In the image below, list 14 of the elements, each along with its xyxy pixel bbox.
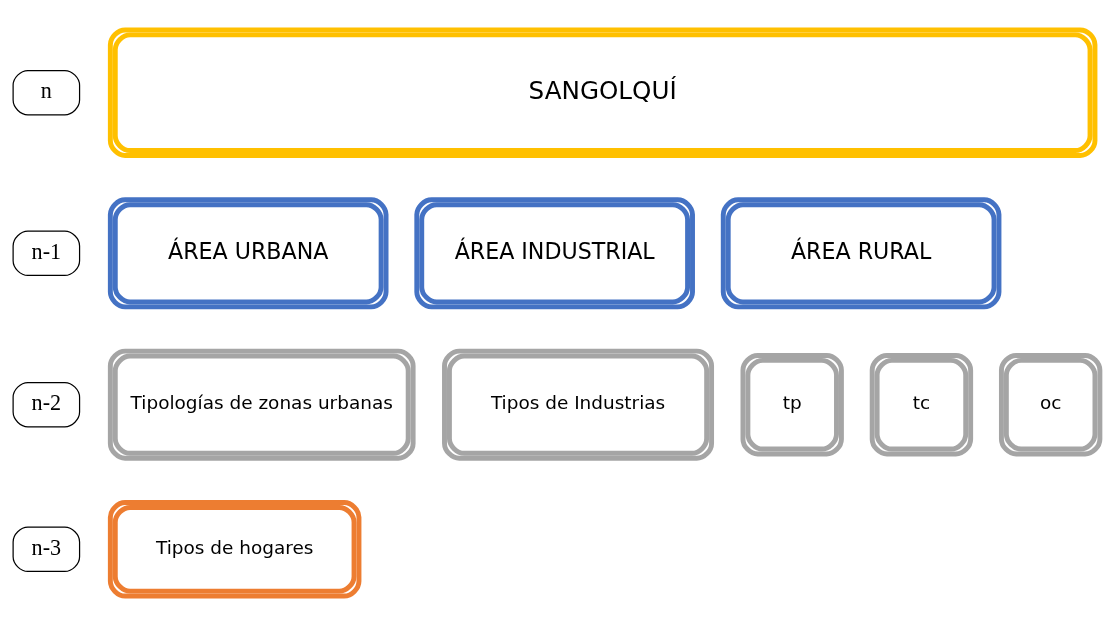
- label: n-2: [31, 389, 62, 415]
- node-box: ÁREA INDUSTRIAL: [414, 196, 695, 309]
- node-box: tc: [869, 352, 974, 456]
- node-box: Tipos de Industrias: [442, 348, 715, 461]
- node-box: SANGOLQUÍ: [107, 26, 1098, 158]
- node-box: tp: [740, 352, 844, 456]
- label: n-1: [31, 238, 62, 264]
- node-box: oc: [998, 352, 1103, 456]
- node-box: Tipologías de zonas urbanas: [107, 348, 416, 461]
- node-box: ÁREA URBANA: [107, 196, 389, 309]
- node-box: Tipos de hogares: [107, 499, 362, 599]
- label: n-3: [31, 534, 62, 560]
- label: n: [40, 77, 52, 103]
- node-box: ÁREA RURAL: [720, 196, 1002, 309]
